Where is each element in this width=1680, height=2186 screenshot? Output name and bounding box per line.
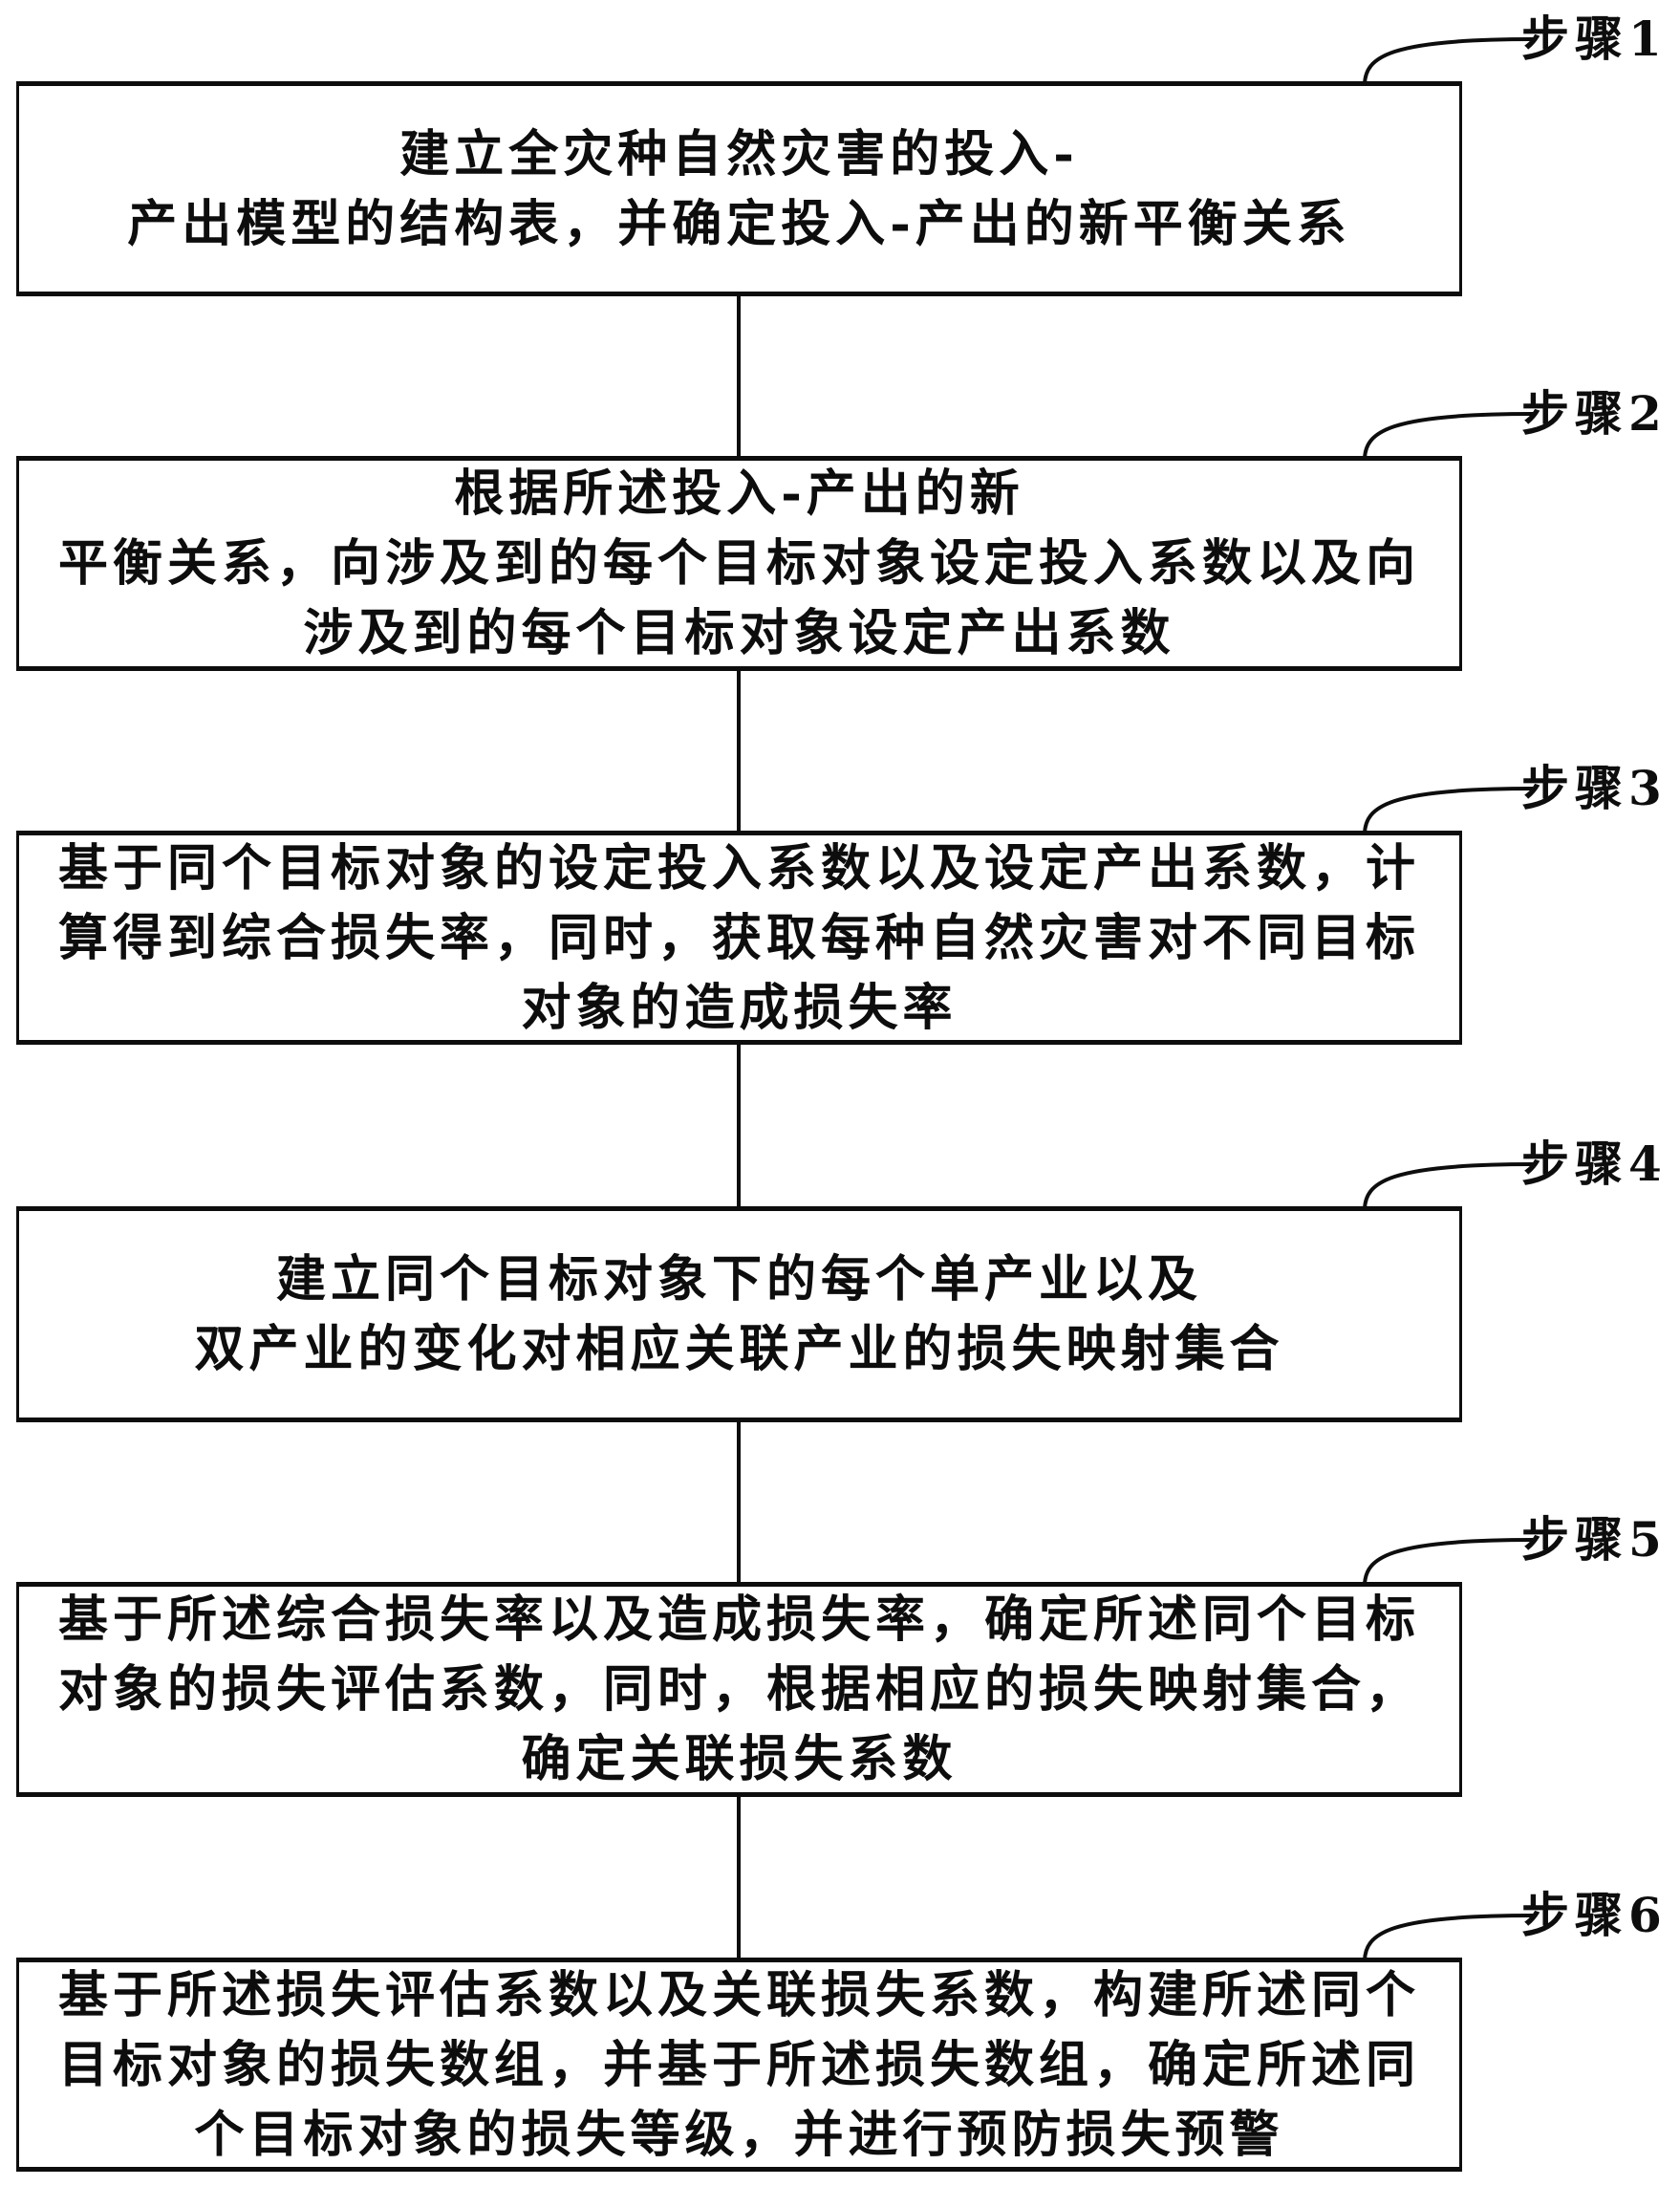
step-label-6: 步骤6 [1521,1887,1668,1943]
step-box-4: 建立同个目标对象下的每个单产业以及 双产业的变化对相应关联产业的损失映射集合 [16,1206,1462,1422]
step-2-line-2: 平衡关系，向涉及到的每个目标对象设定投入系数以及向 [57,534,1420,593]
step-2-line-3: 涉及到的每个目标对象设定产出系数 [303,604,1175,662]
leader-curve-step6 [1363,1914,1534,1961]
leader-curve-step5 [1363,1538,1534,1586]
step-3-line-3: 对象的造成损失率 [521,978,958,1037]
step-6-line-3: 个目标对象的损失等级，并进行预防损失预警 [194,2105,1284,2164]
step-6-line-1: 基于所述损失评估系数以及关联损失系数，构建所述同个 [57,1965,1420,2024]
leader-curve-step4 [1363,1162,1534,1210]
step-3-line-2: 算得到综合损失率，同时，获取每种自然灾害对不同目标 [57,908,1420,967]
step-box-6: 基于所述损失评估系数以及关联损失系数，构建所述同个 目标对象的损失数组，并基于所… [16,1958,1462,2172]
step-label-5: 步骤5 [1521,1511,1668,1568]
step-1-line-2: 产出模型的结构表，并确定投入-产出的新平衡关系 [127,194,1351,253]
step-4-line-2: 双产业的变化对相应关联产业的损失映射集合 [194,1320,1284,1378]
step-4-line-1: 建立同个目标对象下的每个单产业以及 [275,1250,1202,1309]
step-1-line-1: 建立全灾种自然灾害的投入- [399,124,1079,184]
step-box-2: 根据所述投入-产出的新 平衡关系，向涉及到的每个目标对象设定投入系数以及向 涉及… [16,456,1462,671]
step-3-line-1: 基于同个目标对象的设定投入系数以及设定产出系数，计 [57,838,1420,898]
step-box-3: 基于同个目标对象的设定投入系数以及设定产出系数，计 算得到综合损失率，同时，获取… [16,831,1462,1045]
step-label-3: 步骤3 [1521,760,1668,816]
leader-curve-step3 [1363,787,1534,834]
step-label-1: 步骤1 [1521,11,1668,67]
step-5-line-1: 基于所述综合损失率以及造成损失率，确定所述同个目标 [57,1591,1420,1649]
step-box-5: 基于所述综合损失率以及造成损失率，确定所述同个目标 对象的损失评估系数，同时，根… [16,1582,1462,1797]
step-label-4: 步骤4 [1521,1136,1668,1192]
step-5-line-2: 对象的损失评估系数，同时，根据相应的损失映射集合， [57,1660,1420,1719]
step-6-line-2: 目标对象的损失数组，并基于所述损失数组，确定所述同 [57,2035,1420,2094]
step-5-line-3: 确定关联损失系数 [521,1730,958,1788]
step-label-2: 步骤2 [1521,385,1668,442]
step-2-line-1: 根据所述投入-产出的新 [454,465,1024,523]
leader-curve-step1 [1363,37,1534,85]
step-box-1: 建立全灾种自然灾害的投入- 产出模型的结构表，并确定投入-产出的新平衡关系 [16,81,1462,296]
leader-curve-step2 [1363,412,1534,460]
